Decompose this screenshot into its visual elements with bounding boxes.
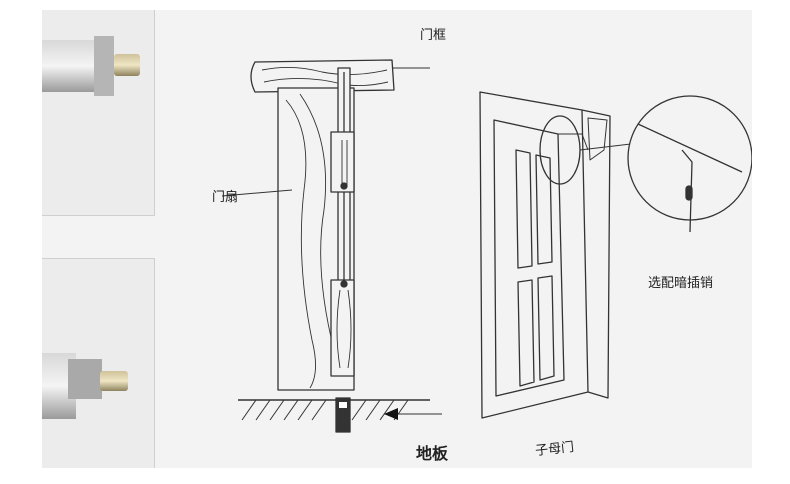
label-door-leaf: 门扇 <box>212 190 239 205</box>
magnifier-callout <box>539 95 752 233</box>
line-drawing <box>221 59 752 433</box>
label-mother-son-door: 子母门 <box>534 439 575 459</box>
door-perspective <box>479 91 611 419</box>
floor-section <box>238 399 442 421</box>
bolt-assembly <box>330 67 355 433</box>
label-floor: 地板 <box>416 444 449 463</box>
label-concealed-bolt: 选配暗插销 <box>648 276 714 291</box>
door-frame-head <box>250 59 430 93</box>
bolt-photo-bottom <box>42 258 155 468</box>
label-door-frame: 门框 <box>420 28 447 43</box>
bolt-photo-top-image <box>42 36 140 96</box>
photo-frame: 门框 门扇 地板 子母门 选配暗插销 <box>42 10 752 468</box>
bolt-photo-bottom-image <box>42 353 128 419</box>
bolt-photo-top <box>42 10 155 216</box>
